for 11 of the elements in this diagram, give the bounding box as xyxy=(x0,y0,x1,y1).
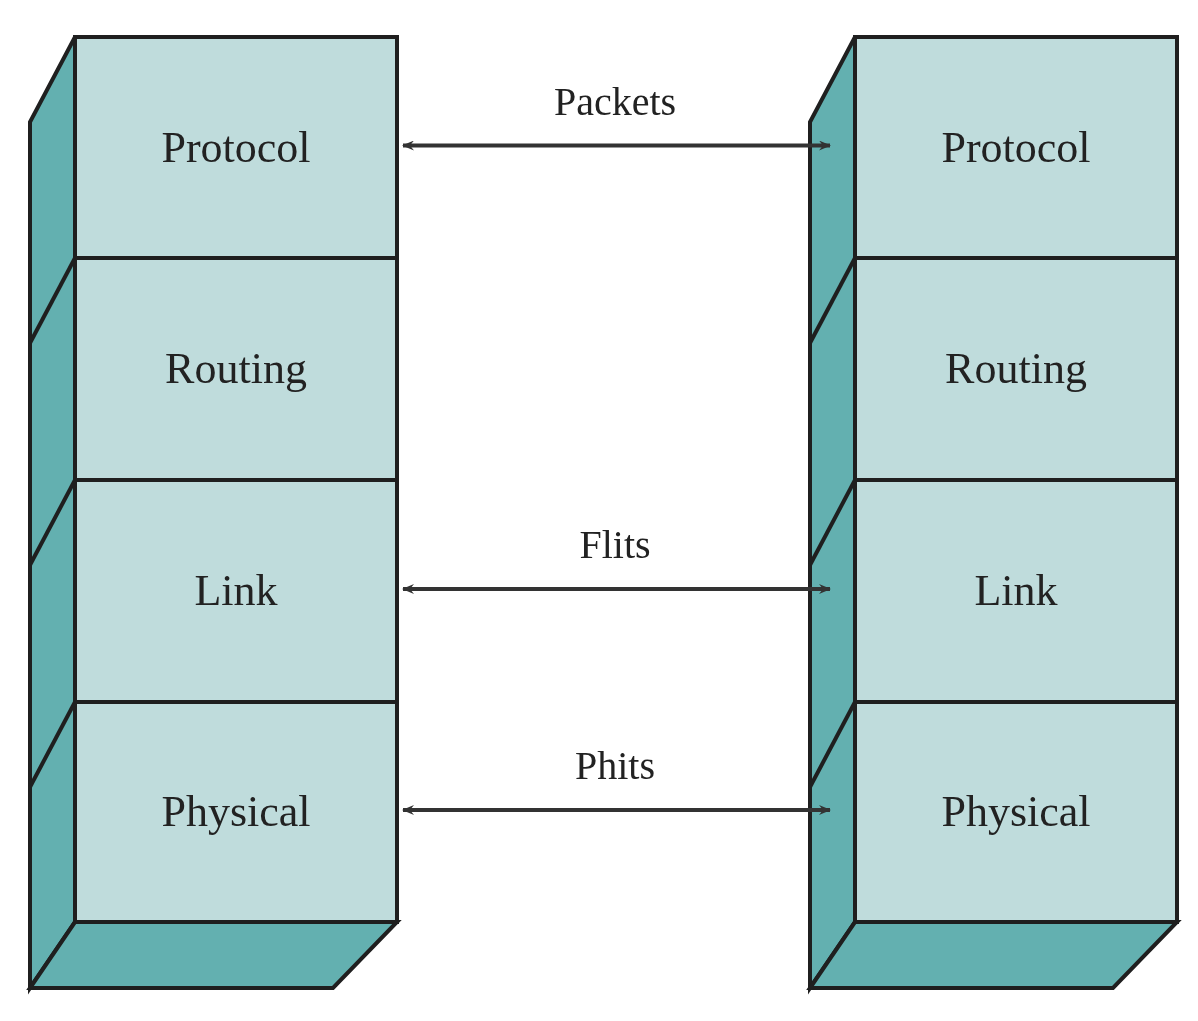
layer-name: Routing xyxy=(945,347,1087,391)
layer-name: Link xyxy=(974,569,1058,613)
layer-name: Physical xyxy=(161,790,311,834)
double-arrow xyxy=(402,584,831,594)
layer-name: Routing xyxy=(165,347,307,391)
layer-name: Protocol xyxy=(941,125,1091,170)
layer-name: Link xyxy=(194,569,278,613)
double-arrow xyxy=(402,805,831,815)
double-arrow xyxy=(402,140,831,151)
layer-name: Physical xyxy=(941,790,1091,834)
layer-name: Protocol xyxy=(161,125,311,170)
